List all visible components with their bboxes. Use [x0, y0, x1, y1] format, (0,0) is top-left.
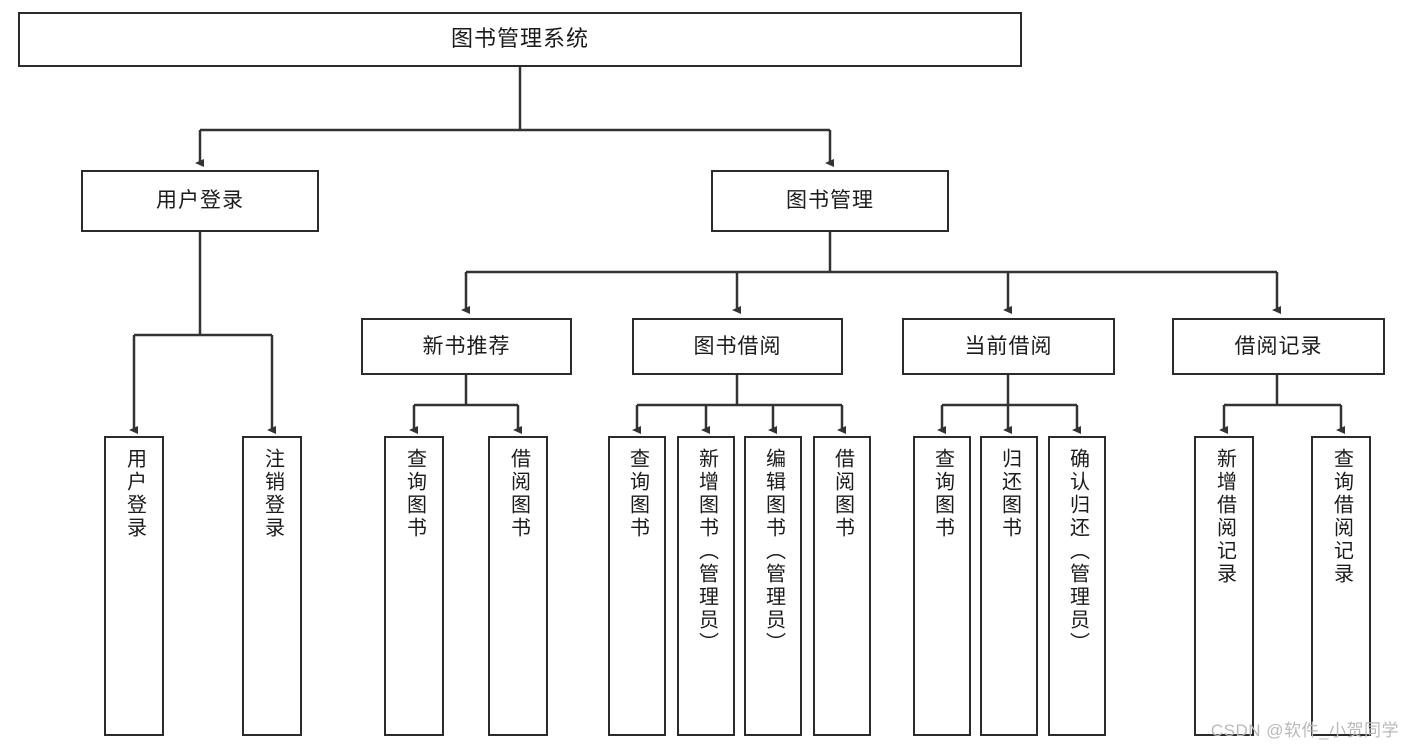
leaf-current-query-book[interactable]: 查询图书	[913, 436, 971, 736]
leaf-borrow-add-book-admin[interactable]: 新增图书（管理员）	[677, 436, 735, 736]
leaf-borrow-edit-book-admin[interactable]: 编辑图书（管理员）	[744, 436, 802, 736]
node-root-library-system[interactable]: 图书管理系统	[18, 12, 1022, 67]
node-label: 归还图书	[998, 448, 1021, 540]
leaf-current-confirm-return-admin[interactable]: 确认归还（管理员）	[1048, 436, 1106, 736]
node-label: 查询图书	[931, 448, 954, 540]
leaf-borrow-borrow-book[interactable]: 借阅图书	[813, 436, 871, 736]
node-label: 新增图书（管理员）	[695, 448, 718, 655]
node-label: 图书管理	[786, 189, 874, 213]
node-user-login[interactable]: 用户登录	[81, 170, 319, 232]
node-label: 查询图书	[626, 448, 649, 540]
node-label: 图书借阅	[693, 334, 782, 358]
leaf-user-login-login[interactable]: 用户登录	[104, 436, 164, 736]
node-label: 查询借阅记录	[1330, 448, 1353, 586]
node-current-borrow[interactable]: 当前借阅	[902, 318, 1115, 375]
node-label: 用户登录	[156, 189, 244, 213]
node-borrow-record[interactable]: 借阅记录	[1172, 318, 1385, 375]
leaf-user-login-logout[interactable]: 注销登录	[242, 436, 302, 736]
node-book-management[interactable]: 图书管理	[711, 170, 949, 232]
node-label: 当前借阅	[964, 334, 1053, 358]
leaf-borrow-query-book[interactable]: 查询图书	[608, 436, 666, 736]
node-book-borrow[interactable]: 图书借阅	[632, 318, 843, 375]
node-label: 新书推荐	[422, 334, 511, 358]
node-label: 编辑图书（管理员）	[762, 448, 785, 655]
node-label: 图书管理系统	[450, 26, 589, 52]
watermark-csdn: CSDN @软件_小贺同学	[1210, 721, 1399, 740]
node-label: 借阅图书	[831, 448, 854, 540]
node-label: 借阅记录	[1234, 334, 1323, 358]
node-label: 确认归还（管理员）	[1066, 448, 1089, 655]
node-label: 用户登录	[123, 448, 146, 540]
leaf-record-query-record[interactable]: 查询借阅记录	[1311, 436, 1371, 736]
node-label: 注销登录	[261, 448, 284, 540]
leaf-recommend-query-book[interactable]: 查询图书	[384, 436, 444, 736]
node-label: 新增借阅记录	[1213, 448, 1236, 586]
leaf-current-return-book[interactable]: 归还图书	[980, 436, 1038, 736]
leaf-record-add-record[interactable]: 新增借阅记录	[1194, 436, 1254, 736]
node-label: 借阅图书	[507, 448, 530, 540]
node-label: 查询图书	[403, 448, 426, 540]
leaf-recommend-borrow-book[interactable]: 借阅图书	[488, 436, 548, 736]
node-new-book-recommend[interactable]: 新书推荐	[361, 318, 572, 375]
